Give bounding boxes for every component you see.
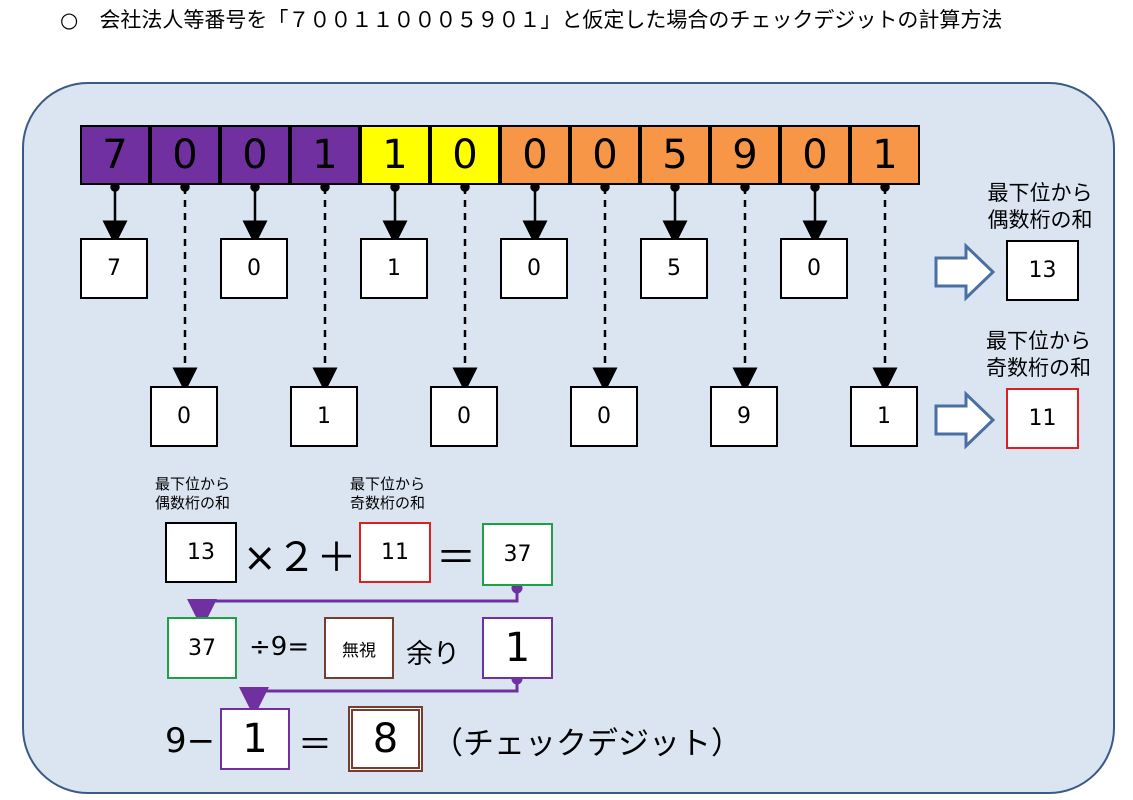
formula-odd-label: 最下位から 奇数桁の和 [350,475,426,512]
connector-result [187,588,519,629]
nine-minus-text: 9− [165,721,216,761]
digit-cell: 7 [80,125,150,185]
digit-cell: 5 [640,125,710,185]
equals-sign: ＝ [436,535,476,581]
odd-sum-label: 最下位から 奇数桁の和 [986,329,1091,380]
odd-digit-box: 1 [850,386,918,447]
even-digit-box: 7 [80,238,148,299]
page-title: ○ 会社法人等番号を「７００１１０００５９０１」と仮定した場合のチェックデジット… [60,8,1003,32]
check-digit-box: 8 [348,706,423,772]
remainder-text: 余り [406,639,460,670]
subtrahend-box: 1 [220,708,290,770]
check-digit-label: （チェックデジット） [432,726,742,762]
even-digit-box: 0 [780,238,848,299]
digit-cell: 0 [570,125,640,185]
formula-even-label: 最下位から 偶数桁の和 [155,475,231,512]
odd-sum-box: 11 [1006,388,1079,449]
odd-digit-box: 0 [150,386,218,447]
quotient-ignore-box: 無視 [324,617,394,679]
even-sum-label: 最下位から 偶数桁の和 [987,181,1093,232]
odd-digit-box: 1 [290,386,358,447]
formula-odd-box: 11 [359,522,431,583]
odd-digit-box: 0 [430,386,498,447]
digit-cell: 9 [710,125,780,185]
connector-remainder [239,679,519,717]
divide-text: ÷9= [249,632,310,662]
digit-cell: 1 [850,125,920,185]
digit-cell: 0 [430,125,500,185]
block-arrow-even [934,242,996,302]
odd-digit-box: 9 [710,386,778,447]
digit-cell: 0 [780,125,850,185]
even-sum-box: 13 [1006,240,1079,301]
digit-cell: 0 [150,125,220,185]
times-two-text: ×２＋ [243,535,357,581]
block-arrow-odd [934,390,996,450]
dividend-box: 37 [167,617,237,679]
even-digit-box: 5 [640,238,708,299]
formula-even-box: 13 [165,522,237,583]
even-digit-box: 1 [360,238,428,299]
digit-cell: 0 [220,125,290,185]
even-digit-box: 0 [500,238,568,299]
digit-cell: 1 [360,125,430,185]
result-box: 37 [482,523,553,586]
even-digit-box: 0 [220,238,288,299]
digit-cell: 0 [500,125,570,185]
digit-cell: 1 [290,125,360,185]
equals-sign-2: ＝ [298,724,332,765]
odd-digit-box: 0 [570,386,638,447]
remainder-box: 1 [482,617,553,679]
